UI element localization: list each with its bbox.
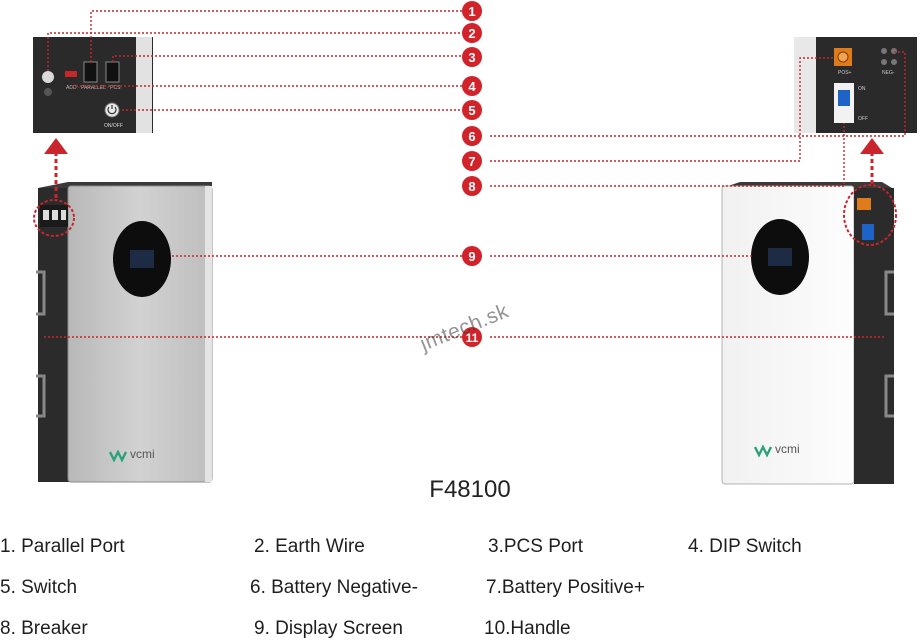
callout-5: 5: [462, 100, 482, 120]
svg-text:5: 5: [468, 103, 475, 118]
brand-label: vcmi: [130, 447, 155, 461]
breaker-off-caption: OFF: [858, 116, 868, 122]
handle-right: [884, 270, 894, 316]
legend-item-2: 2. Earth Wire: [254, 536, 365, 557]
brand-label-right: vcmi: [775, 442, 800, 456]
left-detail-panel: ADD · PARALLEL · PCS ON/OFF: [33, 37, 153, 133]
vcmi-logo-icon-right: [753, 444, 773, 458]
legend-item-9: 9. Display Screen: [254, 618, 403, 639]
switch-caption: ON/OFF: [104, 123, 123, 129]
callout-11: 11: [462, 327, 482, 347]
svg-text:7: 7: [468, 154, 475, 169]
vcmi-logo-icon: [108, 449, 128, 463]
power-switch-icon: [104, 102, 120, 118]
handle-left: [36, 270, 46, 316]
svg-text:9: 9: [468, 249, 475, 264]
model-title: F48100: [429, 476, 511, 503]
callout-6: 6: [462, 126, 482, 146]
breaker-on-caption: ON: [858, 86, 866, 92]
callout-1: 1: [462, 1, 482, 21]
svg-text:3: 3: [468, 50, 475, 65]
legend-item-7: 7.Battery Positive+: [486, 577, 645, 598]
svg-text:1: 1: [468, 4, 475, 19]
earth-wire-terminal: [42, 71, 54, 83]
legend-item-5: 5. Switch: [0, 577, 78, 598]
callout-badges: 1 2 3 4 5 6 7 8 9 11: [462, 1, 482, 347]
pcs-port: [105, 61, 120, 83]
callout-3: 3: [462, 47, 482, 67]
highlight-markers: [33, 138, 897, 246]
svg-text:6: 6: [468, 129, 475, 144]
parallel-port: [83, 61, 98, 83]
svg-text:4: 4: [468, 79, 476, 94]
right-battery-unit: vcmi: [721, 182, 894, 485]
callout-8: 8: [462, 176, 482, 196]
legend-item-8: 8. Breaker: [0, 618, 88, 639]
left-battery-unit: vcmi: [36, 182, 213, 483]
callout-7: 7: [462, 151, 482, 171]
right-detail-panel: POS+ NEG- ON OFF: [794, 37, 917, 133]
callout-4: 4: [462, 76, 482, 96]
legend-item-10: 10.Handle: [484, 618, 571, 639]
callout-2: 2: [462, 23, 482, 43]
legend-item-4: 4. DIP Switch: [688, 536, 802, 557]
svg-text:8: 8: [468, 179, 475, 194]
legend-item-6: 6. Battery Negative-: [250, 577, 418, 598]
svg-text:2: 2: [468, 26, 475, 41]
leader-lines: [44, 10, 906, 338]
pos-caption: POS+: [838, 70, 852, 76]
port-caption: ADD · PARALLEL · PCS: [66, 85, 121, 91]
legend-item-3: 3.PCS Port: [488, 536, 584, 557]
dip-switch: [65, 71, 77, 77]
svg-text:11: 11: [466, 331, 479, 345]
neg-caption: NEG-: [882, 70, 895, 76]
callout-9: 9: [462, 246, 482, 266]
legend-item-1: 1. Parallel Port: [0, 536, 125, 557]
